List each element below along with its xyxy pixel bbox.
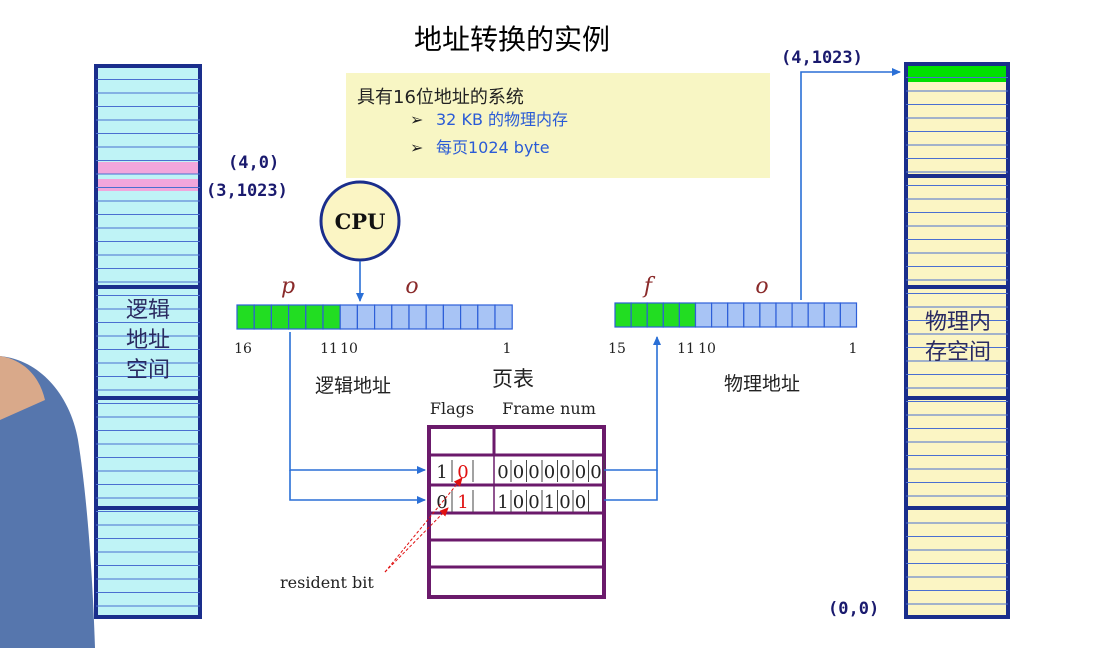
physical-offset-symbol: o — [755, 274, 768, 299]
logical-space-label: 逻辑地址空间 — [125, 298, 170, 383]
bit-cell — [477, 304, 496, 330]
bit-cell — [339, 304, 359, 330]
physical-address-caption: 物理地址 — [724, 373, 800, 395]
bit-cell — [727, 302, 745, 328]
highlight-row — [98, 162, 198, 174]
column-frame — [904, 62, 1010, 619]
page-title: 地址转换的实例 — [414, 23, 610, 56]
physical-top-marker: (4,1023) — [781, 48, 863, 68]
physical-bottom-marker: (0,0) — [828, 599, 879, 619]
page-number-to-table-arrow-2 — [289, 470, 426, 504]
physical-address-to-memory-arrow — [800, 68, 901, 300]
info-bullet-1: 32 KB 的物理内存 — [436, 110, 568, 129]
logical-top-marker: (4,0) — [228, 153, 279, 173]
physical-bit-10: 10 — [698, 341, 716, 357]
bit-cell — [253, 304, 272, 330]
logical-bit-10: 10 — [340, 341, 358, 357]
info-bullet-2: 每页1024 byte — [436, 138, 550, 157]
page-table-frame-bit: 0 — [497, 462, 508, 483]
logical-bit-1: 1 — [503, 341, 512, 357]
bit-cell — [743, 302, 761, 328]
physical-address-register — [614, 302, 858, 328]
page-table-flag-bit: 1 — [436, 462, 447, 483]
bit-cell — [374, 304, 393, 330]
info-bullet-icon-2: ➢ — [410, 138, 423, 157]
physical-frame-symbol: f — [642, 274, 656, 299]
connector-arrows — [289, 68, 901, 504]
cpu-circle — [319, 180, 401, 262]
resident-pointer-2 — [384, 477, 463, 573]
page-table-frame-bit: 0 — [559, 462, 570, 483]
bit-cell — [759, 302, 777, 328]
bit-cell — [288, 304, 307, 330]
page-table-frame-bit: 0 — [513, 492, 524, 513]
table-to-frame-arrow-2 — [604, 470, 658, 501]
logical-address-caption: 逻辑地址 — [315, 375, 391, 397]
bit-cell — [494, 304, 513, 330]
logical-bit-16: 16 — [234, 341, 252, 357]
page-table-flag-bit: 0 — [436, 492, 447, 513]
physical-space-label: 物理内存空间 — [924, 310, 991, 365]
page-table-flag-bit: 1 — [457, 492, 468, 513]
logical-address-register — [236, 304, 513, 330]
bit-cell — [710, 302, 729, 328]
bit-cell — [662, 302, 680, 328]
resident-bit-pointers — [384, 477, 463, 573]
bit-cell — [425, 304, 445, 330]
page-table-frame-bit: 1 — [544, 492, 555, 513]
bit-cell — [646, 302, 664, 328]
page-table-frame-bit: 0 — [590, 462, 601, 483]
logical-bottom-marker: (3,1023) — [206, 181, 288, 201]
page-table-frame-header: Frame num — [502, 399, 596, 418]
physical-bit-15: 15 — [608, 341, 626, 357]
bit-cell — [823, 302, 841, 328]
physical-bit-11: 11 — [677, 341, 695, 357]
page-table-frame-bit: 0 — [528, 462, 539, 483]
bit-cell — [442, 304, 462, 330]
logical-page-symbol: p — [281, 274, 295, 299]
bit-cell — [460, 304, 479, 330]
bit-cell — [678, 302, 697, 328]
page-table-flag-bit: 0 — [457, 462, 468, 483]
logical-bit-11: 11 — [320, 341, 338, 357]
bit-cell — [791, 302, 809, 328]
resident-bit-label: resident bit — [280, 573, 374, 592]
page-table-flags-header: Flags — [430, 399, 474, 418]
page-table-frame-bit: 1 — [497, 492, 508, 513]
cpu-label: CPU — [335, 209, 386, 234]
page-table-title: 页表 — [492, 367, 534, 391]
page-table-frame-bit: 0 — [559, 492, 570, 513]
bit-cell — [322, 304, 341, 330]
bit-cell — [694, 302, 713, 328]
page-table-frame-bit: 0 — [528, 492, 539, 513]
bit-cell — [356, 304, 376, 330]
physical-bit-1: 1 — [849, 341, 858, 357]
logical-address-space — [94, 64, 202, 619]
bit-cell — [630, 302, 648, 328]
bit-cell — [391, 304, 410, 330]
page-table-frame-bit: 0 — [544, 462, 555, 483]
bit-cell — [839, 302, 858, 328]
info-bullet-icon-1: ➢ — [410, 110, 423, 129]
highlight-row — [98, 179, 198, 191]
bit-cell — [614, 302, 632, 328]
bit-cell — [807, 302, 825, 328]
physical-memory-space — [904, 62, 1010, 619]
bit-cell — [775, 302, 793, 328]
page-table-frame-bit: 0 — [513, 462, 524, 483]
info-heading: 具有16位地址的系统 — [357, 87, 524, 108]
bit-cell — [408, 304, 427, 330]
page-table-frame-bit: 0 — [575, 492, 586, 513]
logical-offset-symbol: o — [405, 274, 418, 299]
bit-cell — [236, 304, 255, 330]
page-table-frame-bit: 0 — [575, 462, 586, 483]
bit-cell — [270, 304, 290, 330]
info-box — [346, 73, 770, 178]
bit-cell — [305, 304, 324, 330]
highlight-row — [908, 66, 1006, 82]
presenter-silhouette — [0, 356, 95, 648]
